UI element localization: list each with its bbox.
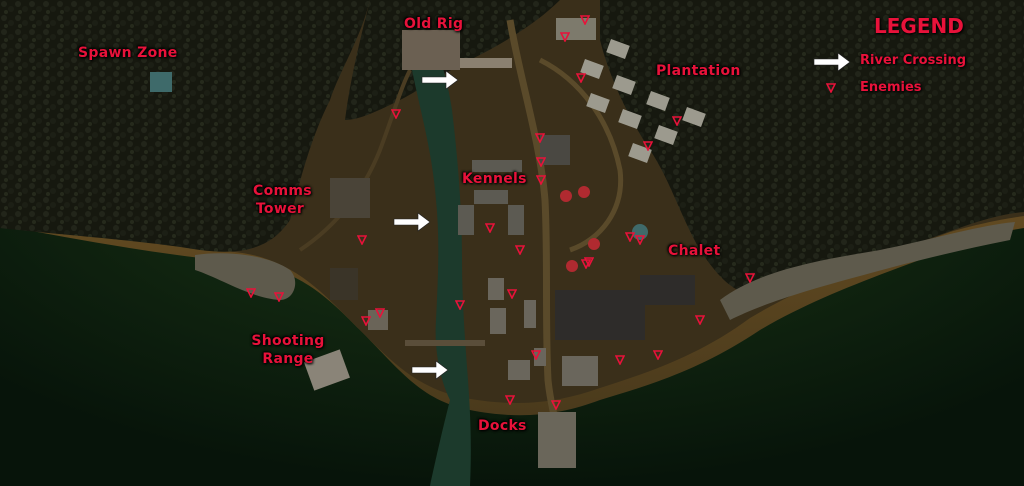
main-road [506, 19, 564, 441]
shooting-range-shed [368, 310, 388, 330]
west-rocky-coast [195, 253, 296, 300]
legend-enemies: Enemies [860, 80, 922, 95]
forest-west [0, 0, 370, 252]
docks-pier [538, 412, 576, 468]
river-crossing-arrow-1 [421, 70, 459, 90]
building-old-rig [402, 30, 460, 70]
south-buildings [488, 278, 598, 386]
east-rocky-coast [720, 222, 1015, 320]
road-east [538, 57, 624, 253]
label-shooting-range-line1: Shooting [251, 333, 325, 349]
label-kennels: Kennels [462, 171, 527, 187]
enemy-marker [560, 32, 570, 42]
river-crossing-arrow-3 [411, 360, 449, 380]
label-comms-tower-line1: Comms [253, 183, 312, 199]
enemy-marker [375, 308, 385, 318]
road-west [298, 69, 412, 252]
spawn-shed [150, 72, 172, 92]
legend-river-crossing: River Crossing [860, 53, 967, 68]
legend-title: LEGEND [874, 14, 964, 38]
shooting-range-building [304, 349, 350, 391]
label-comms-tower: Comms Tower [253, 182, 312, 218]
kennel-buildings [458, 135, 570, 235]
enemy-marker [584, 257, 594, 267]
white-arrow-icon [813, 52, 851, 72]
river-crossing-arrow-2 [393, 212, 431, 232]
comms-shed [330, 268, 358, 300]
enemy-marker [672, 116, 682, 126]
enemy-marker [695, 315, 705, 325]
label-plantation: Plantation [656, 63, 741, 79]
enemy-marker [391, 109, 401, 119]
enemy-marker [625, 232, 635, 242]
enemy-marker [357, 235, 367, 245]
enemy-marker [615, 355, 625, 365]
red-triangle-icon [826, 83, 836, 93]
enemy-marker [246, 288, 256, 298]
label-comms-tower-line2: Tower [255, 201, 305, 217]
enemy-marker [643, 141, 653, 151]
enemy-marker [536, 175, 546, 185]
enemy-marker [361, 316, 371, 326]
enemy-marker [551, 400, 561, 410]
enemy-marker [531, 350, 541, 360]
enemy-marker [576, 73, 586, 83]
chalet-buildings [555, 275, 695, 340]
enemy-marker [635, 235, 645, 245]
enemy-marker [274, 292, 284, 302]
river [412, 60, 471, 486]
enemy-marker [485, 223, 495, 233]
enemy-marker [745, 273, 755, 283]
bridge [405, 340, 485, 346]
building-rig-bridge [460, 58, 512, 68]
label-shooting-range: Shooting Range [250, 332, 326, 368]
label-docks: Docks [478, 418, 527, 434]
enemy-marker [581, 259, 591, 269]
enemy-marker [505, 395, 515, 405]
label-spawn-zone: Spawn Zone [78, 45, 178, 61]
enemy-marker [455, 300, 465, 310]
enemy-marker [536, 157, 546, 167]
label-chalet: Chalet [668, 243, 721, 259]
enemy-marker [580, 15, 590, 25]
enemy-marker [535, 133, 545, 143]
forest-east [600, 0, 1024, 295]
enemy-marker [653, 350, 663, 360]
label-old-rig: Old Rig [404, 16, 464, 32]
enemy-marker [507, 289, 517, 299]
enemy-marker [515, 245, 525, 255]
comms-tower-building [330, 178, 370, 218]
label-shooting-range-line2: Range [262, 351, 314, 367]
